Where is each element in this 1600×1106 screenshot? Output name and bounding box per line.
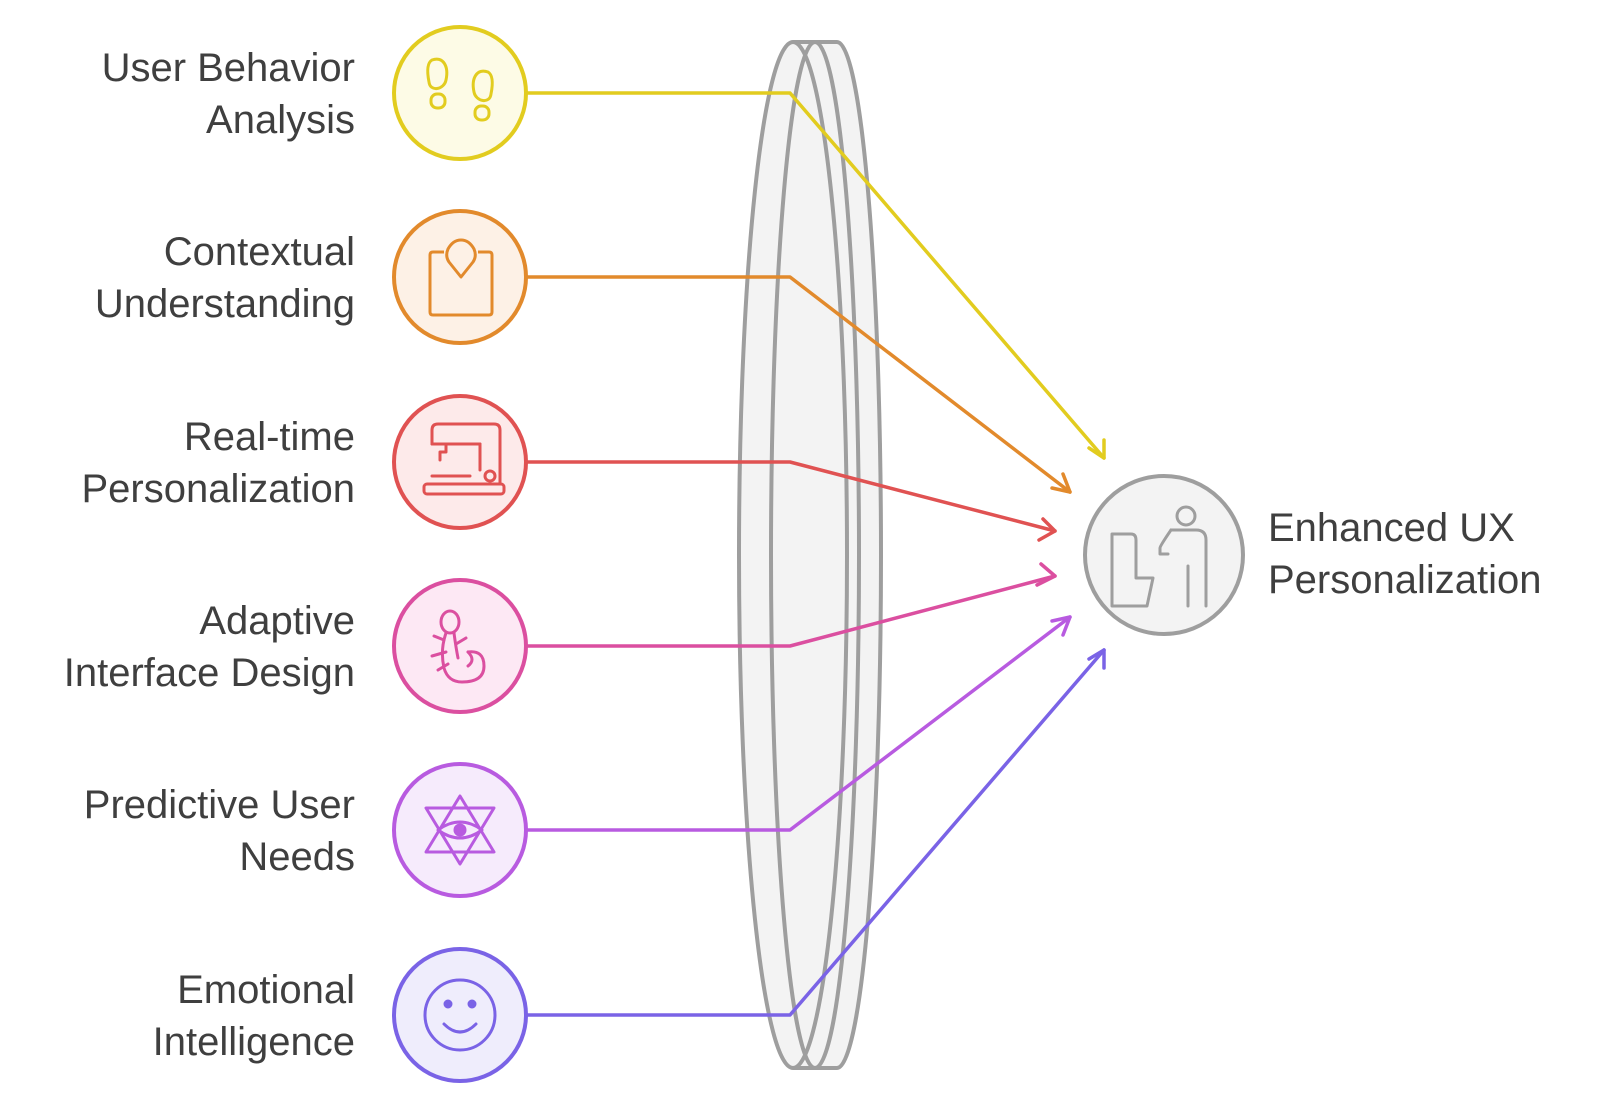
label-adaptive: Adaptive Interface Design: [0, 595, 355, 699]
label-line-2: Personalization: [81, 467, 356, 511]
node-circle: [392, 947, 528, 1083]
sewing-machine-icon: [422, 422, 506, 496]
label-line-1: Predictive User: [83, 783, 355, 827]
smiley-icon: [423, 978, 497, 1052]
lens-front-ellipse: [737, 40, 849, 1070]
node-output: [1083, 474, 1245, 636]
node-predictive: [392, 762, 528, 898]
label-predictive: Predictive User Needs: [0, 779, 355, 883]
node-contextual: [392, 209, 528, 345]
lens: [737, 40, 883, 1070]
label-output: Enhanced UX Personalization: [1268, 502, 1542, 606]
lizard-icon: [430, 609, 486, 684]
label-line-2: Personalization: [1268, 558, 1542, 602]
label-line-1: Adaptive: [199, 599, 355, 643]
label-line-2: Interface Design: [63, 651, 355, 695]
lens-mid-ellipse: [769, 40, 861, 1070]
node-circle: [392, 25, 528, 161]
label-user-behavior: User Behavior Analysis: [0, 42, 355, 146]
label-line-2: Intelligence: [152, 1020, 355, 1064]
label-line-1: Real-time: [183, 415, 355, 459]
node-circle: [392, 578, 528, 714]
footprints-icon: [426, 57, 494, 122]
label-line-2: Understanding: [94, 282, 355, 326]
label-line-1: Enhanced UX: [1268, 506, 1515, 550]
label-line-1: Contextual: [163, 230, 355, 274]
connector-real-time: [525, 460, 1057, 542]
person-at-desk-icon: [1110, 505, 1208, 608]
node-real-time: [392, 394, 528, 530]
label-real-time: Real-time Personalization: [0, 411, 356, 515]
node-adaptive: [392, 578, 528, 714]
connector-emotional: [525, 648, 1106, 1017]
label-line-1: Emotional: [177, 968, 355, 1012]
node-circle: [392, 394, 528, 530]
node-user-behavior: [392, 25, 528, 161]
label-line-2: Analysis: [206, 98, 355, 142]
star-eye-icon: [424, 794, 496, 866]
label-emotional: Emotional Intelligence: [0, 964, 355, 1068]
node-emotional: [392, 947, 528, 1083]
label-line-1: User Behavior: [101, 46, 355, 90]
connector-adaptive: [525, 562, 1057, 648]
location-pin-icon: [428, 238, 494, 317]
connector-user-behavior: [525, 91, 1106, 460]
connector-predictive: [525, 615, 1072, 832]
label-contextual: Contextual Understanding: [0, 226, 355, 330]
connector-contextual: [525, 275, 1072, 494]
label-line-2: Needs: [239, 835, 355, 879]
